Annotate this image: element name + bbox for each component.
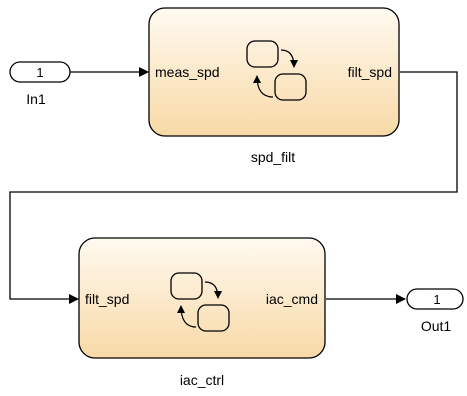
in1-port-block[interactable]: 1 In1: [9, 61, 71, 107]
in1-label: In1: [26, 91, 46, 107]
out1-label: Out1: [421, 318, 452, 334]
spd-filt-output-port-label: filt_spd: [348, 64, 392, 80]
spd-filt-input-port-label: meas_spd: [155, 64, 220, 80]
stateflow-chart-icon: [246, 40, 307, 101]
iac-ctrl-input-port-label: filt_spd: [85, 291, 129, 307]
spd-filt-block-name: spd_filt: [251, 149, 295, 165]
out1-port-number: 1: [433, 292, 440, 307]
iac-ctrl-block[interactable]: filt_spd iac_cmd iac_ctrl: [78, 237, 326, 388]
spd-filt-block[interactable]: meas_spd filt_spd spd_filt: [148, 7, 400, 165]
out1-port-block[interactable]: 1 Out1: [406, 288, 464, 334]
iac-ctrl-output-port-label: iac_cmd: [266, 291, 318, 307]
iac-ctrl-block-name: iac_ctrl: [180, 372, 224, 388]
signal-lines: [9, 67, 458, 304]
in1-port-number: 1: [36, 65, 43, 80]
signal-spd-filt-to-iac-ctrl[interactable]: [9, 71, 458, 304]
stateflow-chart-icon: [170, 272, 230, 332]
